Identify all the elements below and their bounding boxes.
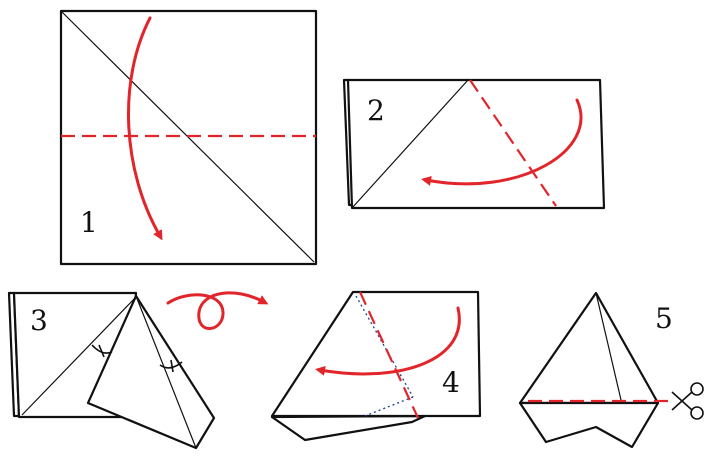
step-1-number: 1 — [80, 206, 98, 239]
step-2-valley-fold-line — [469, 79, 557, 207]
step-4: 4 — [270, 290, 482, 442]
step-3: 3 — [7, 291, 216, 450]
step-5-triangle — [518, 291, 660, 405]
step-4-back-flap — [270, 414, 427, 442]
step-4-number: 4 — [442, 366, 460, 399]
step-2-diagonal-crease — [351, 79, 469, 209]
step-4-hidden-edge-diagonal — [364, 396, 414, 417]
step-3-number: 3 — [30, 304, 48, 337]
loop-arrow-icon — [166, 291, 269, 330]
step-3-angle-mark-right — [159, 361, 183, 369]
step-2: 2 — [342, 78, 606, 210]
step-4-fold-arrow — [315, 306, 461, 376]
step-1-fold-arrow — [127, 16, 163, 241]
step-3-inner-diagonal — [21, 296, 137, 416]
step-1: 1 — [59, 9, 318, 266]
step-5-bottom-flap — [518, 401, 660, 449]
step-4-main-paper — [270, 290, 482, 418]
step-4-hidden-edge-vertical — [355, 295, 414, 398]
step-2-folded-rectangle — [346, 78, 606, 210]
step-2-fold-arrow — [421, 98, 583, 186]
scissors-icon — [671, 382, 704, 420]
step-3-flap-crease — [135, 295, 197, 449]
step-4-valley-fold-line — [359, 291, 419, 419]
step-5-number: 5 — [655, 302, 673, 335]
step-3-angle-tick-right — [170, 359, 174, 373]
step-3-angle-tick-left — [98, 344, 105, 358]
step-2-number: 2 — [367, 94, 385, 127]
step-5: 5 — [518, 291, 704, 449]
